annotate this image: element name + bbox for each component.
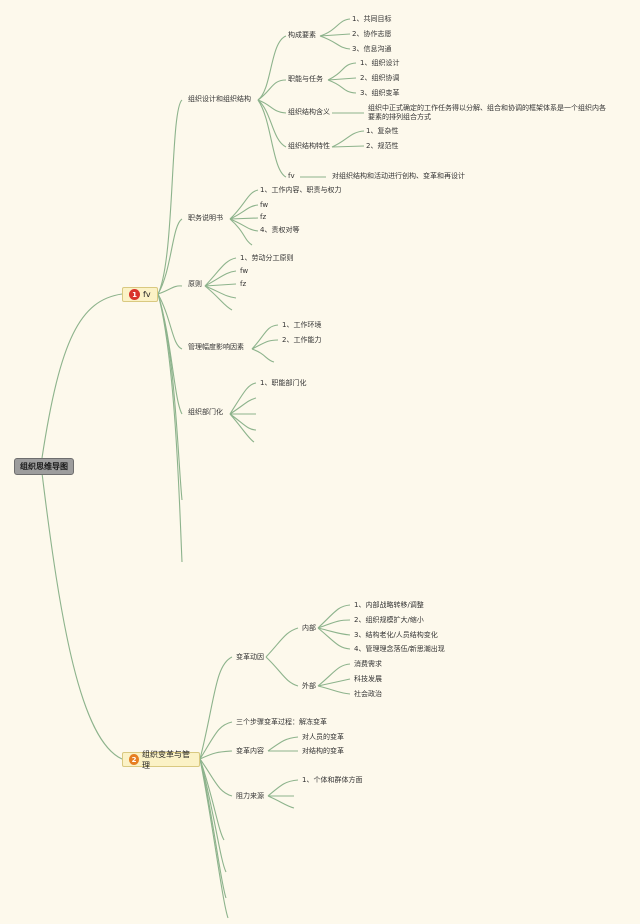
principle-item-3[interactable]: fz: [240, 280, 247, 288]
topic-principle[interactable]: 原则: [188, 280, 202, 288]
content-item-1[interactable]: 对人员的变革: [302, 733, 344, 741]
internal-item-4[interactable]: 4、管理理念落伍/新思潮出现: [354, 645, 445, 653]
jobdesc-item-1[interactable]: 1、工作内容、职责与权力: [260, 186, 342, 194]
topic-elements[interactable]: 构成要素: [288, 31, 316, 39]
topic-span[interactable]: 管理幅度影响因素: [188, 343, 244, 351]
external-item-3[interactable]: 社会政治: [354, 690, 382, 698]
span-item-2[interactable]: 2、工作能力: [282, 336, 322, 344]
principle-item-1[interactable]: 1、劳动分工原则: [240, 254, 294, 262]
jobdesc-item-2[interactable]: fw: [260, 201, 269, 209]
main-topic-2[interactable]: 2 组织变革与管理: [122, 750, 200, 770]
topic-internal[interactable]: 内部: [302, 624, 316, 632]
elements-item-3[interactable]: 3、信息沟通: [352, 45, 392, 53]
topic-steps[interactable]: 三个步骤变革过程：解冻变革: [236, 718, 327, 726]
meaning-text[interactable]: 组织中正式确定的工作任务得以分解、组合和协调的框架体系是一个组织内各要素的排列组…: [368, 104, 606, 121]
duties-item-1[interactable]: 1、组织设计: [360, 59, 400, 67]
external-item-1[interactable]: 消费需求: [354, 660, 382, 668]
topic-traits[interactable]: 组织结构特性: [288, 142, 330, 150]
number-badge-2: 2: [129, 754, 140, 765]
topic-content[interactable]: 变革内容: [236, 747, 264, 755]
elements-item-2[interactable]: 2、协作志愿: [352, 30, 392, 38]
topic-jobdesc[interactable]: 职务说明书: [188, 214, 223, 222]
jobdesc-item-4[interactable]: 4、责权对等: [260, 226, 300, 234]
topic-meaning[interactable]: 组织结构含义: [288, 108, 330, 116]
traits-item-1[interactable]: 1、复杂性: [366, 127, 399, 135]
jobdesc-item-3[interactable]: fz: [260, 213, 267, 221]
content-item-2[interactable]: 对结构的变革: [302, 747, 344, 755]
topic-duties[interactable]: 职能与任务: [288, 75, 323, 83]
fv-text[interactable]: 对组织结构和活动进行创构、变革和再设计: [332, 172, 465, 180]
main-topic-2-label: 组织变革与管理: [142, 749, 191, 770]
main-topic-1[interactable]: 1 fv: [122, 287, 158, 302]
internal-item-2[interactable]: 2、组织规模扩大/缩小: [354, 616, 424, 624]
traits-item-2[interactable]: 2、规范性: [366, 142, 399, 150]
topic-causes[interactable]: 变革动因: [236, 653, 264, 661]
number-badge-1: 1: [129, 289, 140, 300]
topic-dept[interactable]: 组织部门化: [188, 408, 223, 416]
dept-item-1[interactable]: 1、职能部门化: [260, 379, 307, 387]
external-item-2[interactable]: 科技发展: [354, 675, 382, 683]
duties-item-2[interactable]: 2、组织协调: [360, 74, 400, 82]
main-topic-1-label: fv: [143, 290, 151, 299]
topic-external[interactable]: 外部: [302, 682, 316, 690]
root-topic[interactable]: 组织思维导图: [14, 458, 74, 475]
duties-item-3[interactable]: 3、组织变革: [360, 89, 400, 97]
elements-item-1[interactable]: 1、共同目标: [352, 15, 392, 23]
resist-item-1[interactable]: 1、个体和群体方面: [302, 776, 363, 784]
span-item-1[interactable]: 1、工作环境: [282, 321, 322, 329]
topic-fv[interactable]: fv: [288, 172, 295, 180]
principle-item-2[interactable]: fw: [240, 267, 249, 275]
topic-design[interactable]: 组织设计和组织结构: [188, 95, 251, 103]
internal-item-3[interactable]: 3、结构老化/人员结构变化: [354, 631, 438, 639]
topic-resist[interactable]: 阻力来源: [236, 792, 264, 800]
internal-item-1[interactable]: 1、内部战略转移/调整: [354, 601, 424, 609]
